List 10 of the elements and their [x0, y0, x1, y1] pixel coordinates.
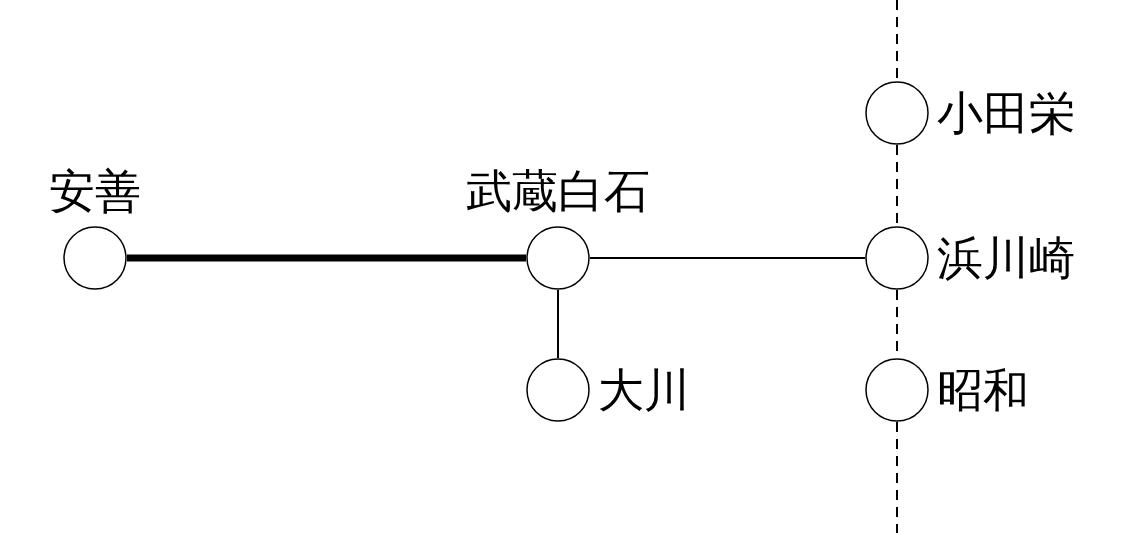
rail-line	[589, 257, 866, 259]
station-name: 安善	[49, 168, 141, 214]
station-name: 武蔵白石	[466, 168, 650, 214]
station-name: 昭和	[937, 367, 1029, 413]
rail-line	[127, 254, 526, 262]
station-name: 大川	[598, 367, 690, 413]
dashed-rail-line	[896, 421, 898, 533]
rail-line	[557, 289, 559, 359]
station-name: 浜川崎	[937, 235, 1075, 281]
station-name: 小田栄	[937, 90, 1075, 136]
